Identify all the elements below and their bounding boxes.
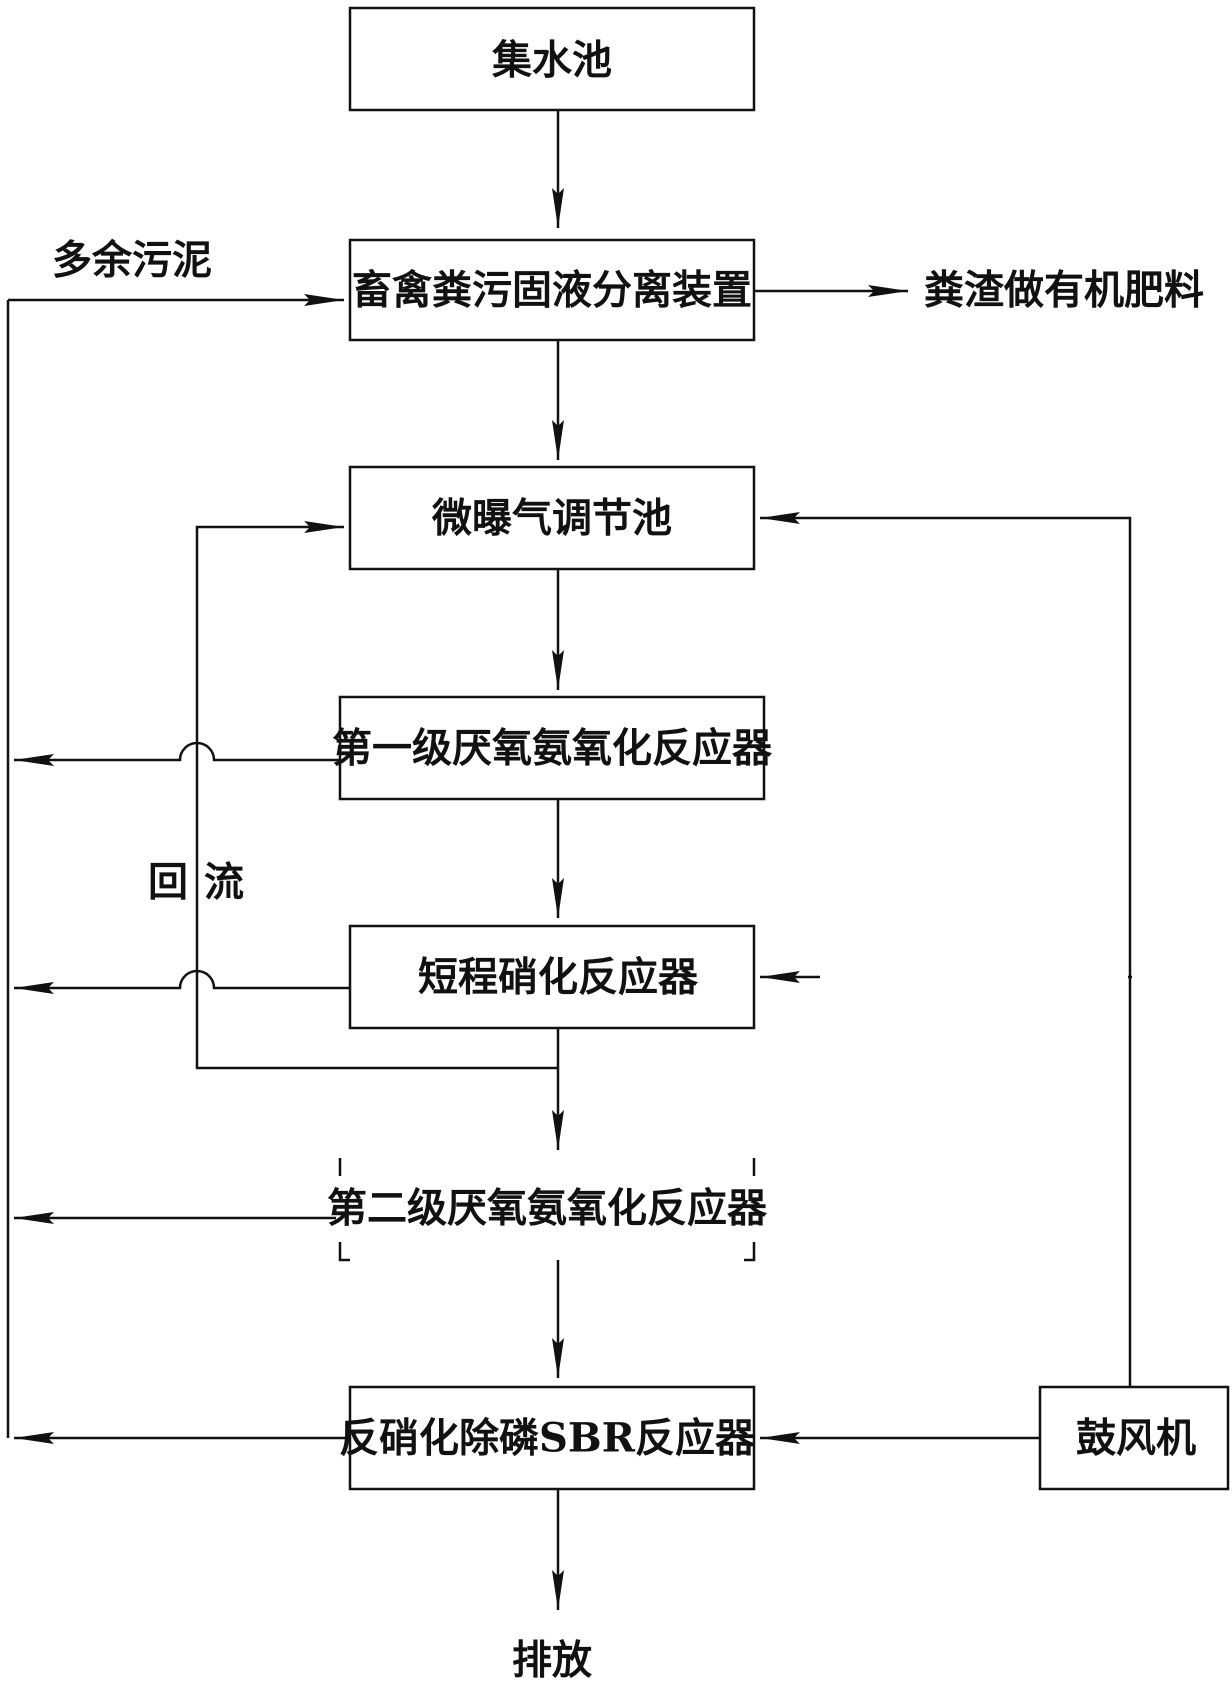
nitrification-box bbox=[348, 924, 756, 1030]
sbr-label: 反硝化除磷SBR反应器 bbox=[339, 1415, 756, 1462]
sludge-arrow-nitrification bbox=[14, 969, 350, 994]
anammox-2-bracket-left bbox=[338, 1158, 350, 1262]
anammox-1-box bbox=[338, 695, 766, 801]
excess-sludge-label: 多余污泥 bbox=[52, 237, 212, 284]
reflux-label-1: 回 bbox=[148, 859, 188, 906]
collection-tank-box bbox=[348, 6, 756, 112]
manure-fertilizer-label: 粪渣做有机肥料 bbox=[924, 267, 1204, 314]
reflux-line bbox=[195, 521, 558, 1070]
blower-to-aeration-line bbox=[760, 512, 1132, 1387]
aeration-tank-label: 微曝气调节池 bbox=[431, 495, 672, 542]
separator-label: 畜禽粪污固液分离装置 bbox=[352, 267, 752, 314]
aeration-tank-box bbox=[348, 465, 756, 571]
anammox-2-bracket-right bbox=[744, 1158, 756, 1262]
nitrification-label: 短程硝化反应器 bbox=[418, 954, 699, 1001]
anammox-2-label: 第二级厌氧氨氧化反应器 bbox=[327, 1185, 768, 1232]
reflux-label-2: 流 bbox=[204, 859, 244, 906]
discharge-label: 排放 bbox=[512, 1637, 592, 1684]
anammox-1-label: 第一级厌氧氨氧化反应器 bbox=[332, 725, 773, 772]
sludge-arrow-anammox-1 bbox=[14, 741, 340, 766]
blower-label: 鼓风机 bbox=[1076, 1415, 1196, 1462]
collection-tank-label: 集水池 bbox=[491, 37, 612, 84]
